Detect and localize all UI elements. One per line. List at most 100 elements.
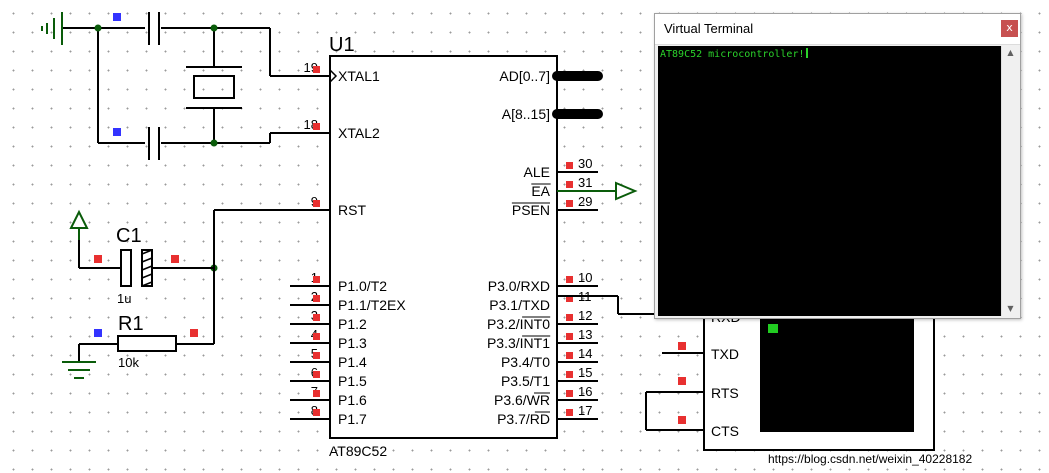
ground-symbol-bottom[interactable]: [62, 361, 96, 379]
u1-right-pins: AD[0..7]A[8..15]30ALE31EA29PSEN10P3.0/RX…: [487, 68, 598, 427]
vertical-scrollbar[interactable]: ▲ ▼: [1001, 46, 1019, 316]
u1-pin-label: P1.7: [338, 411, 367, 427]
u1-pin-number: 30: [578, 156, 592, 171]
u1-pin-number: 12: [578, 308, 592, 323]
junction-node: [210, 139, 218, 147]
ea-power-arrow[interactable]: [557, 181, 638, 201]
terminal-output-text: AT89C52 microcontroller!: [660, 49, 805, 60]
u1-pin-number: 31: [578, 175, 592, 190]
pin-marker: [566, 352, 573, 359]
resistor-r1[interactable]: [117, 335, 177, 352]
capacitor-bottom[interactable]: [148, 127, 160, 160]
u1-pin-label: P3.6/WR: [494, 392, 550, 408]
u1-pin-label: P3.4/T0: [501, 354, 550, 370]
u1-pin-label: P1.6: [338, 392, 367, 408]
u1-pin-label: ALE: [524, 164, 550, 180]
u1-pin-label: P1.0/T2: [338, 278, 387, 294]
u1-body[interactable]: [329, 55, 558, 439]
u1-pin-label: P3.1/TXD: [489, 297, 550, 313]
u1-pin-number: 14: [578, 346, 592, 361]
u1-pin-label: P3.3/INT1: [487, 335, 550, 351]
r1-value: 10k: [118, 355, 139, 370]
u1-pin-label: A[8..15]: [502, 106, 550, 122]
pin-marker: [566, 200, 573, 207]
reset-circuit[interactable]: [78, 209, 330, 362]
u1-pin-label: XTAL2: [338, 125, 380, 141]
terminal-pin-cts: CTS: [711, 423, 739, 439]
pin-marker: [313, 295, 320, 302]
text-cursor: [805, 48, 808, 58]
terminal-led: [768, 324, 778, 333]
pin-marker: [566, 162, 573, 169]
ground-symbol-top[interactable]: [41, 12, 63, 45]
pin-marker: [566, 333, 573, 340]
u1-pin-label: P1.3: [338, 335, 367, 351]
pin-marker: [313, 66, 320, 73]
window-titlebar[interactable]: Virtual Terminal x: [655, 14, 1020, 45]
net-marker: [113, 13, 121, 21]
virtual-terminal-window[interactable]: Virtual Terminal x AT89C52 microcontroll…: [654, 13, 1021, 319]
pin-marker: [566, 276, 573, 283]
pin-marker: [566, 390, 573, 397]
pin-marker: [313, 390, 320, 397]
pin-marker: [566, 409, 573, 416]
pin-marker: [678, 342, 686, 350]
pin-marker: [566, 371, 573, 378]
net-marker: [94, 329, 102, 337]
c1-ref: C1: [116, 225, 142, 247]
junction-node: [94, 24, 102, 32]
pin-marker: [313, 371, 320, 378]
crystal[interactable]: [186, 66, 242, 109]
pin-marker: [566, 295, 573, 302]
c1-value: 1u: [117, 291, 131, 306]
capacitor-c1[interactable]: [120, 249, 153, 287]
pin-marker: [313, 352, 320, 359]
pin-marker: [313, 409, 320, 416]
u1-pin-number: 17: [578, 403, 592, 418]
watermark: https://blog.csdn.net/weixin_40228182: [768, 452, 972, 466]
terminal-output-area[interactable]: AT89C52 microcontroller!: [658, 46, 1002, 316]
junction-node: [210, 24, 218, 32]
u1-pin-label: AD[0..7]: [499, 68, 550, 84]
u1-left-pins: 19XTAL118XTAL29RST1P1.0/T22P1.1/T2EX3P1.…: [290, 60, 406, 427]
pin-marker: [566, 314, 573, 321]
u1-pin-number: 16: [578, 384, 592, 399]
pin-marker: [171, 255, 179, 263]
u1-pin-label: P1.1/T2EX: [338, 297, 406, 313]
txd-wire[interactable]: [557, 295, 656, 315]
u1-pin-label: P1.2: [338, 316, 367, 332]
terminal-pin-txd: TXD: [711, 346, 739, 362]
u1-pin-number: 15: [578, 365, 592, 380]
oscillator-circuit[interactable]: [62, 27, 330, 144]
u1-pin-number: 29: [578, 194, 592, 209]
u1-pin-label: RST: [338, 202, 366, 218]
pin-marker: [313, 276, 320, 283]
u1-pin-label: PSEN: [512, 202, 550, 218]
u1-pin-label: P1.4: [338, 354, 367, 370]
pin-marker: [678, 416, 686, 424]
u1-pin-label: P3.0/RXD: [488, 278, 550, 294]
pin-marker: [313, 200, 320, 207]
power-terminal[interactable]: [69, 209, 89, 240]
pin-marker: [566, 181, 573, 188]
arrow-up-icon[interactable]: ▲: [1007, 48, 1014, 57]
terminal-wires[interactable]: [645, 352, 704, 431]
u1-pin-label: P3.7/RD: [497, 411, 550, 427]
close-icon[interactable]: x: [1001, 20, 1018, 37]
pin-marker: [678, 377, 686, 385]
u1-part-name: AT89C52: [329, 443, 387, 459]
u1-pin-label: P3.5/T1: [501, 373, 550, 389]
pin-marker: [313, 123, 320, 130]
pin-marker: [313, 314, 320, 321]
clock-input-marker: [329, 69, 338, 83]
window-title: Virtual Terminal: [664, 21, 754, 36]
u1-pin-label: P1.5: [338, 373, 367, 389]
capacitor-top[interactable]: [148, 12, 160, 45]
net-marker: [113, 128, 121, 136]
u1-pin-label: XTAL1: [338, 68, 380, 84]
arrow-down-icon[interactable]: ▼: [1007, 304, 1014, 313]
r1-ref: R1: [118, 313, 144, 335]
terminal-pin-rts: RTS: [711, 385, 739, 401]
pin-marker: [313, 333, 320, 340]
u1-pin-number: 10: [578, 270, 592, 285]
